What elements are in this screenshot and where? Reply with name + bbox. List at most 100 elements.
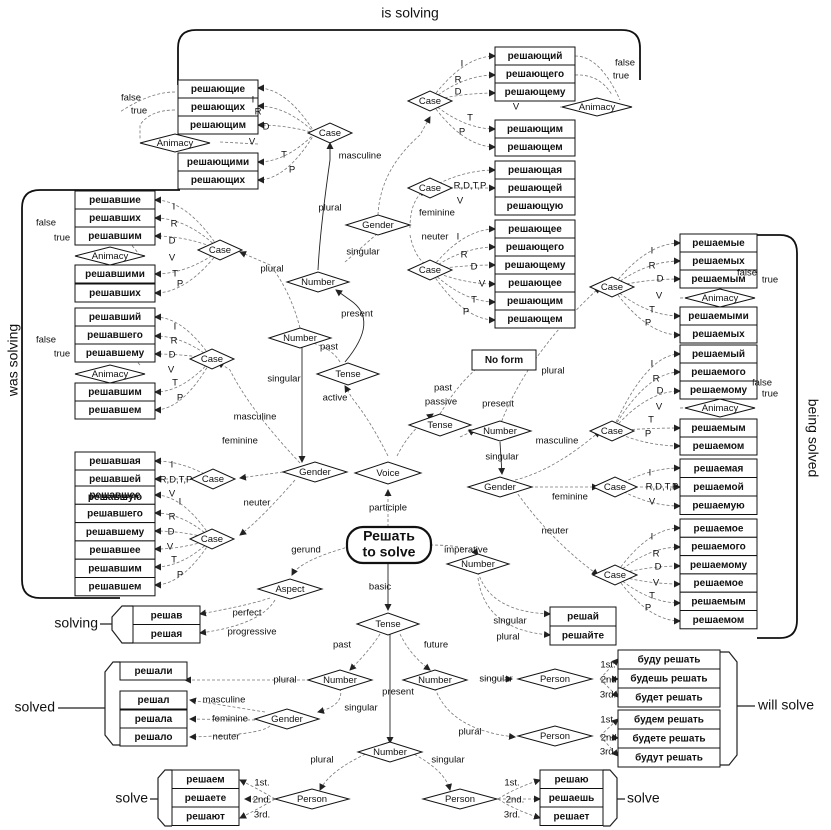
present-passive-plural-cell (679, 269, 758, 289)
edge-label-future: future (424, 640, 448, 651)
animacy-3-node (74, 246, 146, 266)
edge-label-third: 3rd. (254, 810, 270, 821)
present-active-plural-word: решающим (190, 120, 246, 131)
animacy-2-label: Animacy (579, 102, 616, 113)
connector (154, 358, 213, 414)
edge-label-I: I (651, 359, 654, 370)
edge-label-R: R (171, 336, 178, 347)
present-plural-word: решаем (186, 774, 224, 785)
present-active-feminine-word: решающую (507, 201, 564, 212)
connector (239, 251, 301, 329)
case-12-node (591, 564, 639, 586)
basic-tense-label: Tense (375, 619, 400, 630)
connector (429, 52, 496, 102)
was-solving-label: was solving (5, 324, 21, 397)
connector (396, 413, 434, 457)
connector (611, 239, 681, 288)
connector (239, 479, 296, 536)
case-6-node (188, 348, 236, 370)
past-active-plural-word: решавшим (88, 231, 142, 242)
edge-label-neuter: neuter (244, 498, 271, 509)
no-form-label: No form (485, 355, 523, 366)
solving-label: solving (54, 615, 98, 631)
edge-label-present: present (482, 399, 514, 410)
edge-label-third: 3rd. (600, 747, 616, 758)
active-past-number-label: Number (283, 333, 317, 344)
edge-label-T: T (172, 378, 178, 389)
edge-label-plural: plural (310, 755, 333, 766)
case-11-node (591, 476, 639, 498)
future-singular-word: будешь решать (630, 673, 707, 685)
edge-label-RDTP: R,D,T,P (160, 475, 193, 486)
imperative-word: решай (567, 612, 599, 623)
case-6-label: Case (201, 354, 223, 365)
edge-label-plural: plural (458, 727, 481, 738)
present-passive-neuter-word: решаемом (693, 615, 745, 626)
future-singular-person-node (516, 668, 594, 690)
edge-label-V: V (169, 253, 176, 264)
case-4-label: Case (419, 265, 441, 276)
edge-label-masculine: masculine (536, 436, 579, 447)
edge-label-V: V (653, 578, 660, 589)
edge-label-I: I (461, 59, 464, 70)
present-passive-plural-word: решаемые (692, 238, 745, 249)
present-active-neuter-word: решающее (508, 278, 562, 289)
connector (614, 574, 681, 625)
edge-label-false: false (36, 335, 56, 346)
passive-tense-label: Tense (427, 420, 452, 431)
connector (514, 430, 601, 481)
case-2-label: Case (419, 96, 441, 107)
passive-present-number-node (467, 420, 533, 442)
present-active-feminine-word: решающей (508, 183, 562, 194)
edge-label-true: true (131, 106, 147, 117)
animacy-6-label: Animacy (702, 403, 739, 414)
present-plural-person-label: Person (297, 794, 327, 805)
future-singular-person-label: Person (540, 674, 570, 685)
present-passive-neuter-word: решаемому (690, 560, 748, 571)
past-active-masculine-word: решавшему (86, 348, 145, 359)
edge-label-third: 3rd. (600, 690, 616, 701)
past-active-neuter-word: решавшим (88, 563, 142, 574)
gerund-word: решав (151, 610, 183, 621)
present-active-masculine-word: решающему (505, 87, 566, 98)
edge-label-past: past (434, 383, 452, 394)
is-solving-label: is solving (381, 5, 439, 21)
edge-label-passive: passive (425, 397, 457, 408)
edge-label-second: 2nd. (601, 675, 620, 686)
past-active-neuter-cell (74, 577, 156, 597)
case-8-node (188, 528, 236, 550)
edge-label-P: P (177, 393, 183, 404)
future-number-label: Number (418, 675, 452, 686)
edge-label-V: V (649, 497, 656, 508)
edge-label-neuter: neuter (213, 732, 240, 743)
edge-label-feminine: feminine (212, 714, 248, 725)
edge-label-V: V (169, 489, 176, 500)
connector (257, 102, 316, 134)
connector (574, 55, 621, 101)
edge-label-false: false (121, 93, 141, 104)
past-masculine-word: решал (138, 695, 170, 706)
present-active-masculine-cell (494, 137, 576, 157)
present-active-neuter-word: решающем (507, 314, 562, 325)
edge-label-V: V (168, 365, 175, 376)
connector (239, 471, 284, 481)
past-active-feminine-word: решавшая (89, 456, 141, 467)
edge-label-P: P (459, 127, 465, 138)
edge-label-basic: basic (369, 582, 391, 593)
present-active-masculine-word: решающего (506, 69, 564, 80)
case-12-label: Case (604, 570, 626, 581)
connector (574, 74, 613, 96)
edge-label-I: I (179, 497, 182, 508)
case-1-node (306, 122, 354, 144)
case-9-node (588, 276, 636, 298)
edge-label-R: R (255, 107, 262, 118)
past-active-neuter-word: решавшее (89, 490, 141, 501)
present-passive-masculine-cell (679, 380, 758, 400)
edge-label-masculine: masculine (203, 695, 246, 706)
edge-label-singular: singular (267, 374, 300, 385)
solving-bracket (100, 605, 133, 644)
edge-label-I: I (174, 322, 177, 333)
being-solved-label: being solved (805, 399, 821, 478)
active-present-gender-node (344, 214, 412, 236)
past-active-neuter-word: решавшему (86, 527, 145, 538)
